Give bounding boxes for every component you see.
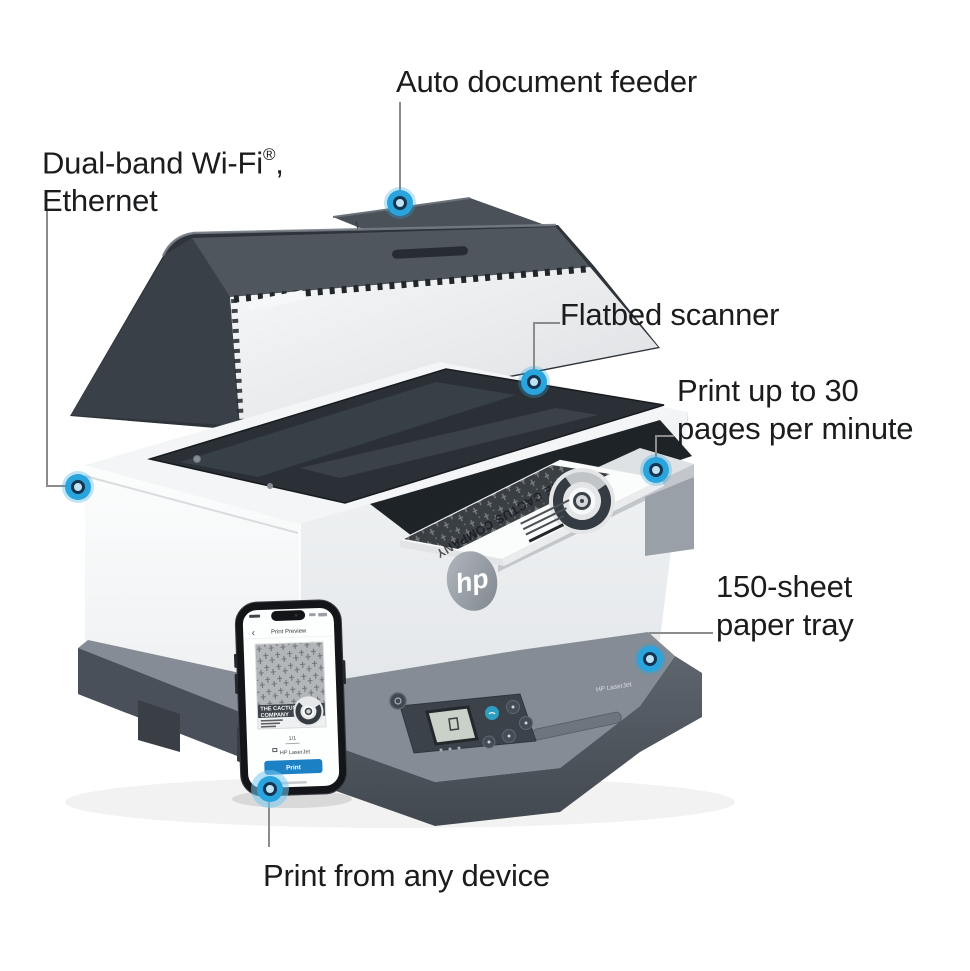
- callout-dot-paper-tray[interactable]: [637, 646, 663, 672]
- leader-line-flatbed-h: [533, 322, 560, 324]
- rim-screw: [193, 455, 201, 463]
- donut-chart-graphic: [549, 468, 615, 534]
- callout-label-adf: Auto document feeder: [396, 64, 698, 99]
- output-assembly: THE CACTUS COMPANY: [370, 420, 694, 572]
- paper-tray-unit: HP LaserJet: [78, 632, 702, 826]
- leader-line-flatbed-v: [533, 322, 535, 369]
- control-panel: [389, 692, 537, 754]
- doc-title-line2: COMPANY: [261, 712, 290, 719]
- callout-dot-flatbed[interactable]: [521, 369, 547, 395]
- rim-screw: [267, 483, 273, 489]
- doc-title-line1: THE CACTUS: [260, 705, 297, 712]
- lcd-screen: [425, 705, 479, 746]
- phone-donut-graphic: [293, 696, 324, 727]
- tray-front-face: [78, 648, 702, 826]
- adf-lid-left-edge: [71, 238, 239, 426]
- print-preview-card: THE CACTUS COMPANY: [254, 641, 327, 730]
- back-chevron-icon: ‹: [252, 628, 256, 639]
- shelf-bracket: [645, 477, 694, 556]
- adf-lid: [70, 223, 660, 430]
- callout-dot-print-speed[interactable]: [643, 457, 669, 483]
- leader-line-connectivity-h: [46, 485, 67, 487]
- hp-logo: hp: [446, 551, 498, 611]
- phone-print-button-label: Print: [286, 764, 302, 772]
- callout-dot-connectivity[interactable]: [65, 474, 91, 500]
- callout-label-mobile-print: Print from any device: [263, 858, 550, 893]
- tray-top-face: [78, 632, 675, 782]
- connectivity-line2: Ethernet: [42, 183, 158, 219]
- callout-label-flatbed: Flatbed scanner: [560, 297, 780, 332]
- power-button: [389, 692, 407, 710]
- platen-pad: [230, 267, 658, 428]
- callout-dot-adf[interactable]: [387, 190, 413, 216]
- leader-line-speed-v: [655, 435, 657, 458]
- adf-output-slot: [392, 246, 468, 259]
- phone-print-button: [264, 759, 323, 775]
- registered-trademark-symbol: ®: [262, 145, 276, 164]
- phone-notch: [271, 610, 306, 621]
- phone-header-title: Print Preview: [271, 628, 307, 635]
- callout-label-paper-tray: 150-sheet paper tray: [716, 569, 854, 642]
- callout-label-connectivity: Dual-band Wi-Fi®, Ethernet: [42, 138, 284, 220]
- adf-lid-top-band: [192, 227, 590, 297]
- phone-printer-name: HP LaserJet: [280, 749, 311, 756]
- page-indicator: 1/1: [289, 736, 297, 742]
- leader-line-speed-h: [655, 435, 674, 437]
- leader-line-tray-v: [649, 632, 651, 647]
- smartphone: ‹ Print Preview THE CACTUS COMPANY: [233, 599, 348, 797]
- paper-guide-strip: [246, 290, 306, 311]
- leader-line-adf: [399, 102, 401, 190]
- leader-line-connectivity-v: [46, 211, 48, 487]
- leader-line-mobile: [268, 801, 270, 847]
- connectivity-line1: Dual-band Wi-Fi®,: [42, 145, 284, 181]
- page-text-lines: [520, 499, 570, 543]
- leader-line-tray-h: [649, 632, 713, 634]
- callout-dot-mobile-print[interactable]: [257, 776, 283, 802]
- tray-foot: [138, 700, 180, 752]
- svg-text:hp: hp: [453, 563, 492, 599]
- callout-label-print-speed: Print up to 30 pages per minute: [677, 373, 914, 446]
